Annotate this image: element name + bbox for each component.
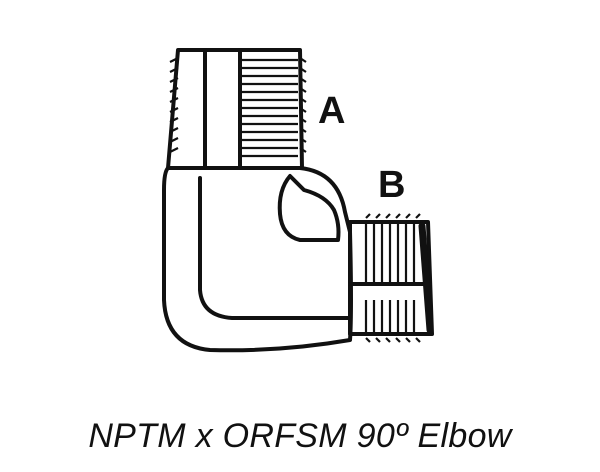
- figure-caption: NPTM x ORFSM 90º Elbow: [88, 417, 512, 455]
- port-label-b: B: [378, 164, 406, 206]
- orfs-face: [418, 222, 434, 334]
- orfs-thread-body: [348, 220, 434, 336]
- elbow-body-outline: [162, 166, 353, 353]
- hex-notch: [277, 174, 341, 242]
- port-label-a: A: [318, 90, 346, 132]
- elbow-inner-bend: [198, 176, 350, 320]
- npt-thread-teeth: [169, 57, 307, 158]
- elbow-fitting-drawing: [162, 48, 434, 353]
- orfs-thread-teeth: [364, 213, 421, 343]
